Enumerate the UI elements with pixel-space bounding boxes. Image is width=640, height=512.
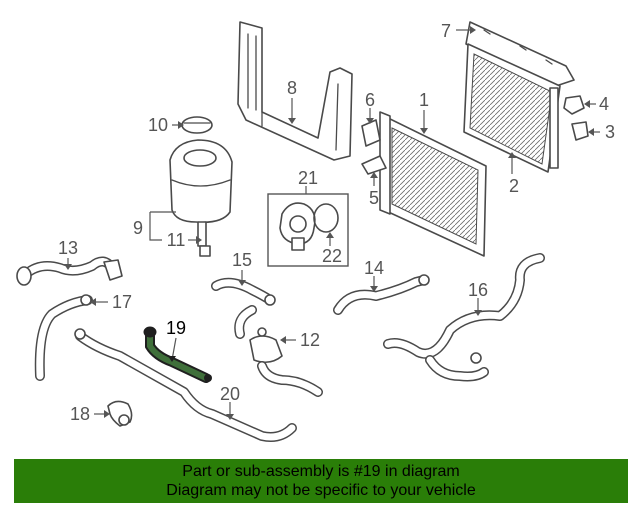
callout-16: 16	[468, 280, 488, 300]
hose-part-14[interactable]	[333, 274, 430, 315]
water-pump-part[interactable]	[279, 202, 316, 251]
hose-part-13[interactable]	[16, 256, 123, 286]
hose-part-17[interactable]	[34, 294, 93, 381]
leader-lines	[64, 26, 600, 420]
callout-20: 20	[220, 384, 240, 404]
expansion-tank-part[interactable]	[169, 139, 233, 224]
callout-22: 22	[322, 246, 342, 266]
level-sensor-part[interactable]	[197, 221, 211, 257]
callout-6: 6	[365, 90, 375, 110]
callout-9: 9	[133, 218, 143, 238]
callout-15: 15	[232, 250, 252, 270]
callout-10: 10	[148, 115, 168, 135]
callout-13: 13	[58, 238, 78, 258]
part-info-banner: Part or sub-assembly is #19 in diagram D…	[14, 459, 628, 503]
callout-1: 1	[419, 90, 429, 110]
callout-11: 11	[167, 230, 186, 250]
gasket-ring-part[interactable]	[313, 203, 339, 233]
expansion-tank-cap-part[interactable]	[181, 116, 213, 134]
bracket-part-5[interactable]	[361, 155, 387, 175]
highlighted-hose-part-19[interactable]	[143, 326, 212, 383]
banner-line-2: Diagram may not be specific to your vehi…	[166, 482, 476, 499]
callout-5: 5	[369, 188, 379, 208]
callout-17: 17	[112, 292, 132, 312]
coolant-pipe-part-20[interactable]	[74, 328, 297, 442]
callout-14: 14	[364, 258, 384, 278]
parts-diagram: 1 2 3 4 5 6 7 8 9 10 11 12 13 14 15 16 1…	[16, 21, 615, 442]
callout-4: 4	[599, 94, 609, 114]
callout-19-highlighted: 19	[166, 318, 186, 338]
radiator-frame-part[interactable]	[237, 21, 353, 161]
callout-2: 2	[509, 176, 519, 196]
pipe-assembly-part-12[interactable]	[249, 327, 323, 397]
radiator-part[interactable]	[379, 111, 487, 257]
upper-bracket-part[interactable]	[465, 21, 575, 87]
water-pump-group	[267, 193, 349, 267]
condenser-part[interactable]	[463, 43, 561, 173]
callout-7: 7	[441, 21, 451, 41]
mount-clip-part-4[interactable]	[563, 95, 585, 115]
mount-clip-part-3[interactable]	[571, 121, 589, 141]
hose-part-16[interactable]	[383, 253, 545, 382]
callout-3: 3	[605, 122, 615, 142]
callout-21: 21	[298, 168, 318, 188]
bracket-part-6[interactable]	[361, 119, 381, 147]
callout-8: 8	[287, 78, 297, 98]
callout-18: 18	[70, 404, 90, 424]
callout-12: 12	[300, 330, 320, 350]
hose-fitting-part-18[interactable]	[107, 400, 133, 427]
hose-part-15[interactable]	[211, 277, 276, 339]
banner-line-1: Part or sub-assembly is #19 in diagram	[182, 463, 460, 480]
